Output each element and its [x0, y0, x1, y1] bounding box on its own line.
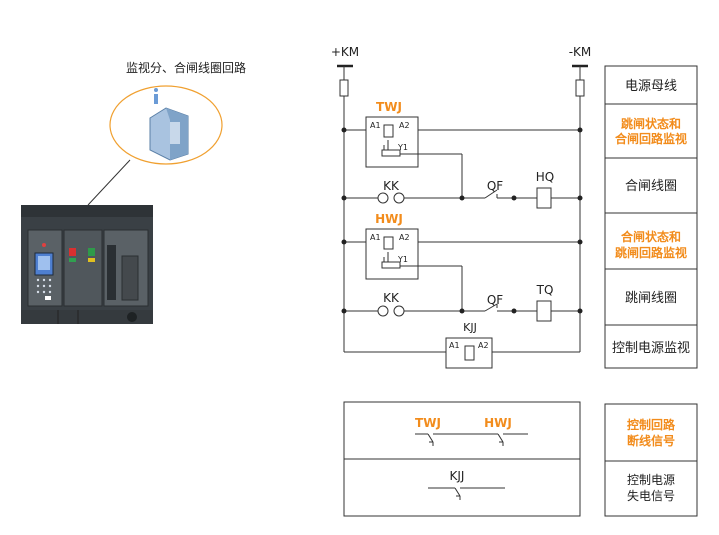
qf-label-2: QF [487, 293, 503, 307]
svg-text:Y1: Y1 [397, 255, 408, 264]
qf-contact-2 [484, 303, 498, 312]
side-label-4a: 合闸状态和 [621, 229, 681, 244]
side-label-4b: 跳闸回路监视 [615, 245, 687, 260]
kjj-label: KJJ [463, 321, 477, 334]
side-label-1: 电源母线 [625, 79, 677, 94]
side-label-table [604, 65, 698, 369]
signal-label-table [604, 403, 698, 517]
side-label-6: 控制电源监视 [612, 341, 690, 356]
plus-km-label: +KM [331, 45, 359, 59]
twj-label: TWJ [376, 100, 402, 114]
svg-text:A1: A1 [370, 233, 381, 242]
tq-label: TQ [536, 283, 554, 297]
signal-label-2a: 控制电源 [627, 473, 675, 487]
tq-coil [536, 300, 552, 322]
circuit-breaker [21, 205, 153, 324]
signal-hwj-label: HWJ [484, 416, 512, 430]
signal-label-1a: 控制回路 [627, 417, 676, 432]
svg-text:A2: A2 [399, 121, 410, 130]
side-label-2a: 跳闸状态和 [621, 116, 681, 131]
side-label-3: 合闸线圈 [625, 179, 677, 194]
kk-switch-2 [377, 305, 405, 317]
kk-label-1: KK [383, 179, 400, 193]
signal-kjj-label: KJJ [450, 469, 465, 483]
side-label-2b: 合闸回路监视 [615, 131, 687, 146]
signal-panel [343, 401, 581, 517]
signal-twj-label: TWJ [415, 416, 441, 430]
monitor-module-icon [149, 88, 189, 161]
qf-contact-1 [484, 189, 498, 199]
svg-text:A2: A2 [399, 233, 410, 242]
twj-relay: A1 A2 Y1 [365, 116, 419, 168]
signal-contacts-2 [428, 487, 505, 500]
kk-label-2: KK [383, 291, 400, 305]
minus-km-label: -KM [569, 45, 592, 59]
signal-label-1b: 断线信号 [627, 433, 675, 448]
svg-text:A1: A1 [370, 121, 381, 130]
hwj-relay: A1 A2 Y1 [365, 228, 419, 280]
signal-label-2b: 失电信号 [627, 488, 675, 503]
kjj-relay: A1 A2 [445, 337, 493, 369]
hwj-label: HWJ [375, 212, 403, 226]
signal-contacts-1 [415, 433, 528, 446]
kk-switch-1 [377, 192, 405, 204]
qf-label-1: QF [487, 179, 503, 193]
callout-pointer [87, 159, 131, 206]
hq-coil [536, 187, 552, 209]
callout-caption: 监视分、合闸线圈回路 [126, 60, 246, 75]
side-label-5: 跳闸线圈 [625, 291, 677, 306]
svg-text:A2: A2 [478, 341, 489, 350]
svg-text:A1: A1 [449, 341, 460, 350]
hq-label: HQ [536, 170, 554, 184]
svg-text:Y1: Y1 [397, 143, 408, 152]
